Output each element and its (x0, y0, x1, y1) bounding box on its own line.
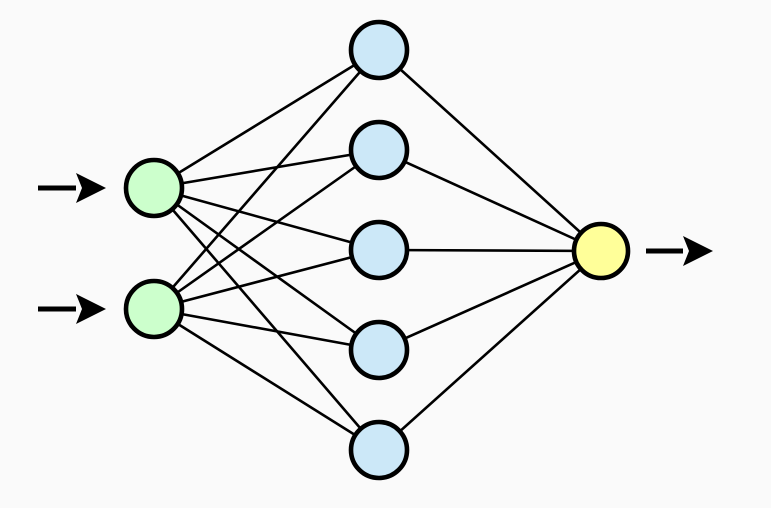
edge-h5-o1 (378, 250, 602, 451)
input-arrow-in1 (38, 173, 106, 203)
edge-i1-h3 (153, 186, 380, 252)
input-arrow-in2 (38, 294, 106, 324)
edge-i1-h5 (153, 187, 380, 451)
edge-i2-h1 (153, 49, 380, 310)
edge-h2-o1 (378, 148, 602, 253)
node-h1[interactable] (348, 19, 410, 81)
arrow-head-icon (76, 173, 106, 203)
edges-group (153, 48, 602, 452)
arrow-head-icon (76, 294, 106, 324)
edge-i1-h4 (153, 186, 380, 352)
output-arrow-out1 (646, 236, 713, 266)
node-h2[interactable] (348, 119, 410, 181)
node-h4[interactable] (348, 319, 410, 381)
edge-h3-o1 (378, 248, 602, 253)
edge-i2-h3 (153, 248, 380, 311)
edge-i1-h1 (153, 48, 380, 190)
node-h3[interactable] (348, 219, 410, 281)
node-o1[interactable] (571, 221, 631, 281)
edge-i1-h2 (153, 148, 380, 190)
arrow-head-icon (683, 236, 713, 266)
edge-i2-h2 (153, 148, 380, 311)
node-i2[interactable] (123, 278, 185, 340)
nodes-group (123, 19, 631, 481)
node-h5[interactable] (348, 419, 410, 481)
edge-i2-h4 (153, 307, 380, 352)
edge-h4-o1 (378, 249, 602, 352)
node-i1[interactable] (123, 157, 185, 219)
edge-h1-o1 (378, 49, 602, 252)
edge-i2-h5 (153, 307, 380, 452)
io-arrows-group (38, 173, 713, 324)
